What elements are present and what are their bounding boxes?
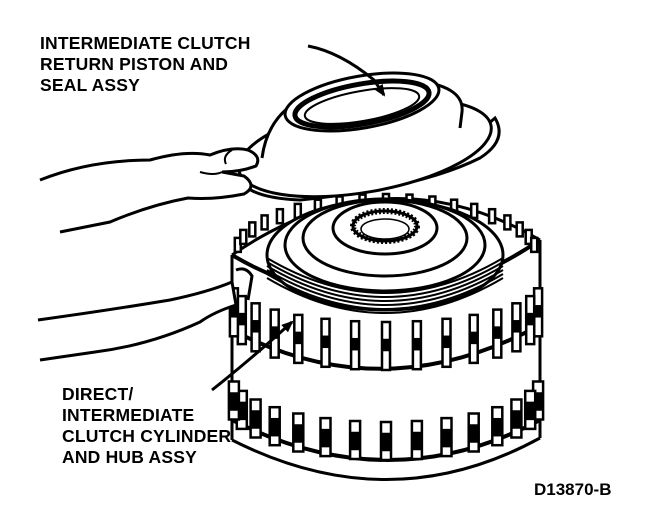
callout-line: DIRECT/ xyxy=(62,384,134,404)
callout-line: CLUTCH CYLINDER xyxy=(62,426,232,446)
callout-line: SEAL ASSY xyxy=(40,75,141,95)
return-piston xyxy=(237,71,501,202)
callout-line: RETURN PISTON AND xyxy=(40,54,229,74)
hub xyxy=(331,200,439,256)
clutch-plates xyxy=(266,257,504,314)
callout-return-piston: INTERMEDIATE CLUTCH RETURN PISTON AND SE… xyxy=(40,33,251,96)
leader-arrow-cylinder xyxy=(211,320,294,392)
hand-top xyxy=(39,147,260,234)
lower-drum-teeth xyxy=(227,380,545,462)
callout-line: AND HUB ASSY xyxy=(62,447,197,467)
upper-drum-splines xyxy=(228,192,544,372)
hand-bottom xyxy=(37,267,254,362)
callout-line: INTERMEDIATE xyxy=(62,405,195,425)
leader-arrow-piston xyxy=(307,44,386,97)
callout-line: INTERMEDIATE CLUTCH xyxy=(40,33,251,53)
callout-clutch-cylinder: DIRECT/ INTERMEDIATE CLUTCH CYLINDER AND… xyxy=(62,384,231,468)
figure-id: D13870-B xyxy=(534,480,612,499)
